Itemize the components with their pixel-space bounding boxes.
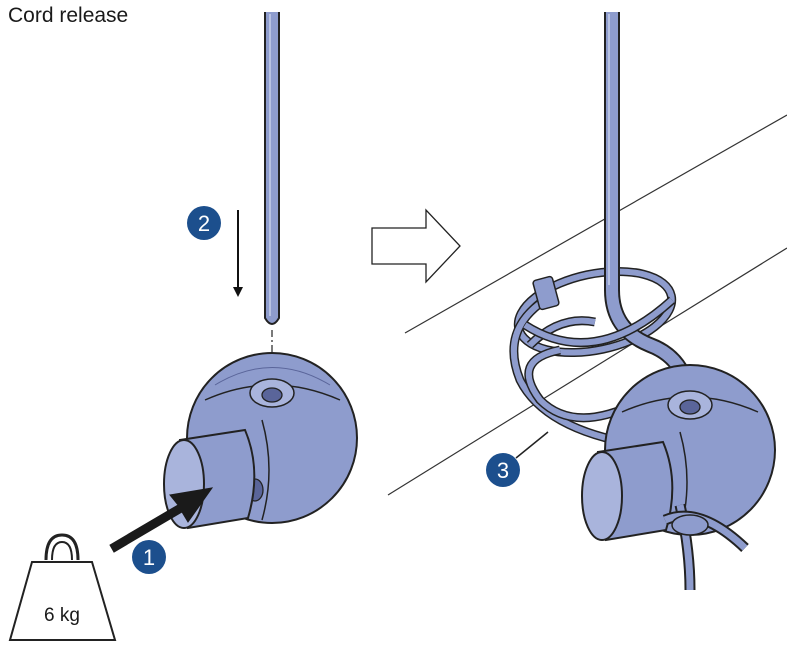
step-2-badge: 2: [187, 206, 221, 240]
step-3-number: 3: [497, 458, 509, 483]
transition-arrow-icon: [371, 208, 461, 284]
step-1-number: 1: [143, 545, 155, 570]
step-3-badge: 3: [486, 453, 520, 487]
weight-icon: [8, 533, 117, 641]
release-button-right: [581, 440, 674, 542]
step-3-leader-line: [515, 431, 549, 459]
weight-label: 6 kg: [44, 605, 80, 626]
diagram-title: Cord release: [8, 4, 129, 27]
rail-line-upper: [404, 114, 787, 334]
step-1-badge: 1: [132, 540, 166, 574]
cord-left: [264, 12, 280, 325]
push-arrow-icon: [109, 487, 214, 553]
step-2-number: 2: [198, 211, 210, 236]
cord-end-knot: [662, 503, 749, 591]
rail-line-lower: [387, 247, 787, 496]
